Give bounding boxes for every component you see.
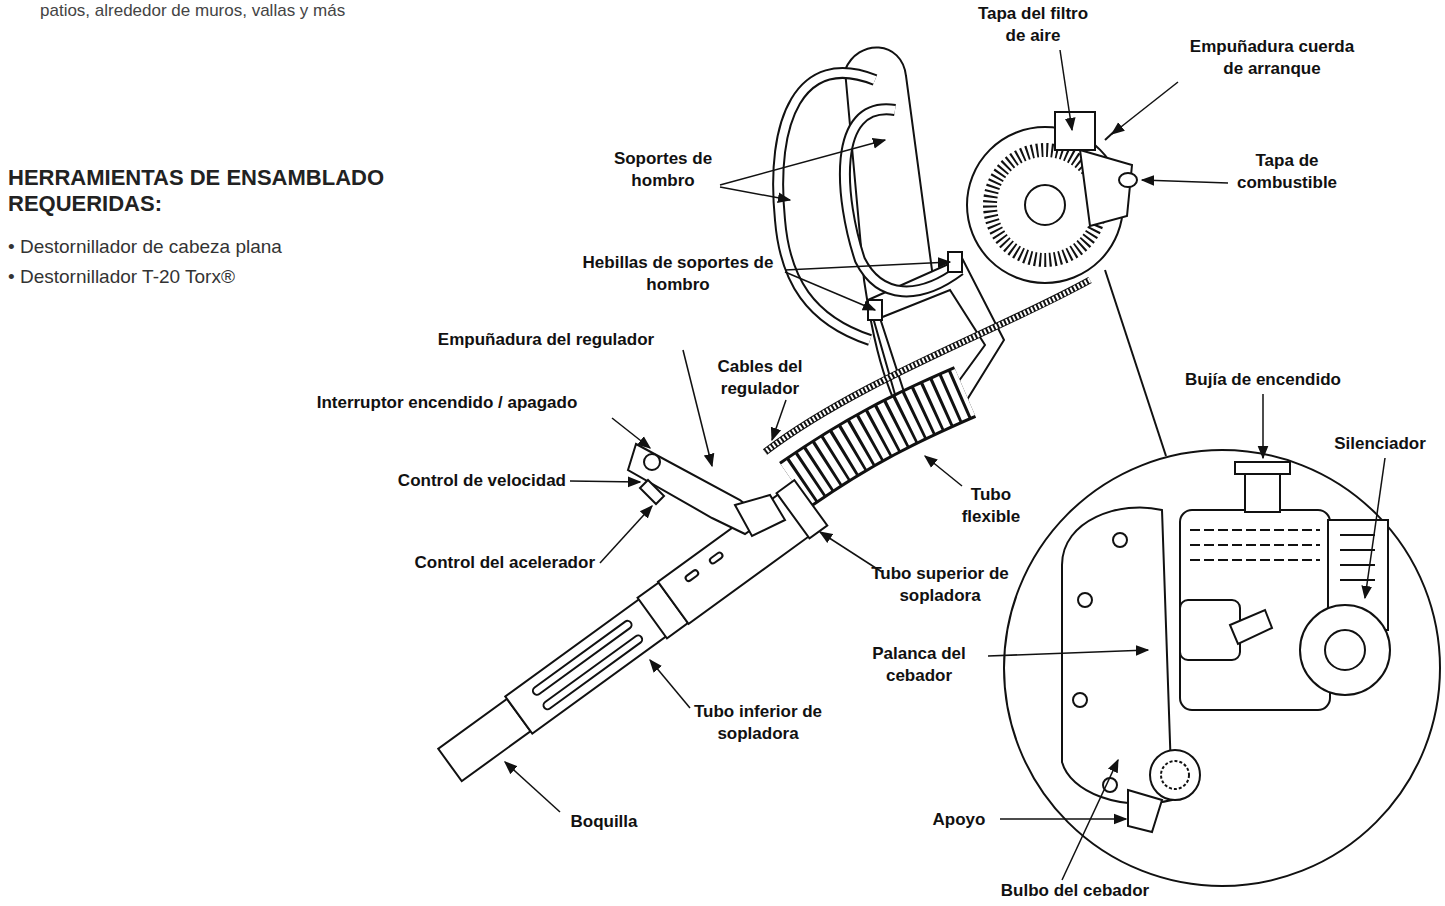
flexible-tube <box>795 392 965 485</box>
engine-detail <box>1180 600 1240 660</box>
engine-detail <box>1073 693 1087 707</box>
part-label: Hebillas de soportes de hombro <box>573 252 783 296</box>
leader-line <box>1062 760 1118 880</box>
engine-detail <box>1325 630 1365 670</box>
leader-line <box>1000 818 1126 820</box>
part-label: Tubo superior de sopladora <box>865 563 1015 607</box>
blower-tube <box>709 551 724 564</box>
throttle-handle <box>640 480 664 504</box>
part-label: Bulbo del cebador <box>975 880 1175 902</box>
leader-line <box>612 418 650 448</box>
throttle-handle <box>735 495 785 536</box>
leader-line <box>785 272 875 310</box>
engine-detail <box>1245 470 1280 512</box>
leader-line <box>925 456 962 486</box>
part-label: Tubo inferior de sopladora <box>683 701 833 745</box>
part-label: Control de velocidad <box>306 470 566 492</box>
leader-line <box>720 140 885 185</box>
leader-line <box>1060 50 1072 130</box>
leader-line <box>785 262 950 270</box>
engine-detail <box>1230 610 1272 644</box>
engine <box>967 112 1137 283</box>
engine <box>1105 128 1118 140</box>
part-label: Control del acelerador <box>335 552 595 574</box>
engine-detail <box>1128 790 1162 832</box>
part-label: Tapa de combustible <box>1232 150 1342 194</box>
leader-line <box>720 187 790 200</box>
part-label: Apoyo <box>909 809 1009 831</box>
leader-line <box>1365 458 1385 598</box>
engine <box>1080 150 1132 226</box>
blower-tube <box>777 480 828 538</box>
throttle-handle <box>644 454 660 470</box>
tool-item: • Destornillador T-20 Torx® <box>8 266 448 288</box>
engine-detail <box>1078 593 1092 607</box>
engine-detail <box>1190 530 1320 560</box>
engine-detail <box>1113 533 1127 547</box>
section-heading: HERRAMIENTAS DE ENSAMBLADO REQUERIDAS: <box>8 165 448 217</box>
engine-detail <box>1300 605 1390 695</box>
engine <box>1119 173 1137 187</box>
part-label: Soportes de hombro <box>613 148 713 192</box>
leader-line <box>1142 180 1228 183</box>
engine-detail <box>1103 778 1117 792</box>
leader-line <box>505 762 560 812</box>
intro-text: patios, alrededor de muros, vallas y más <box>40 0 540 22</box>
inset-link <box>1105 270 1166 456</box>
part-label: Empuñadura del regulador <box>396 329 696 351</box>
part-label: Tubo flexible <box>956 484 1026 528</box>
engine-detail <box>1150 750 1200 800</box>
blower-tube <box>684 569 699 582</box>
leader-line <box>505 50 1385 880</box>
engine-detail <box>1161 761 1189 789</box>
leader-line <box>600 506 652 563</box>
leader-line <box>683 350 712 466</box>
part-label: Bujía de encendido <box>1153 369 1373 391</box>
part-label: Silenciador <box>1320 433 1440 455</box>
leader-line <box>1262 394 1264 458</box>
flexible-tube <box>795 392 965 485</box>
leader-line <box>988 650 1148 656</box>
tool-item: • Destornillador de cabeza plana <box>8 236 448 258</box>
engine-detail <box>1180 510 1330 710</box>
blower-tube <box>542 634 644 711</box>
engine <box>1025 185 1065 225</box>
engine-detail <box>1004 450 1440 886</box>
engine-detail <box>1235 462 1290 474</box>
shoulder-strap <box>778 73 960 340</box>
leader-line <box>1112 82 1178 134</box>
engine <box>1055 112 1095 150</box>
throttle-handle <box>628 444 785 536</box>
leader-line <box>772 400 786 440</box>
part-label: Empuñadura cuerda de arranque <box>1185 36 1360 80</box>
part-label: Interruptor encendido / apagado <box>277 392 617 414</box>
leader-line <box>570 481 640 482</box>
part-label: Cables del regulador <box>710 356 810 400</box>
part-label: Palanca del cebador <box>854 643 984 687</box>
strap-buckle <box>948 252 962 272</box>
flexible-tube <box>795 392 965 485</box>
part-label: Boquilla <box>544 811 664 833</box>
part-label: Tapa del filtro de aire <box>971 3 1096 47</box>
leader-line <box>650 660 690 708</box>
engine-detail <box>1004 450 1440 886</box>
engine-detail <box>1340 535 1375 580</box>
